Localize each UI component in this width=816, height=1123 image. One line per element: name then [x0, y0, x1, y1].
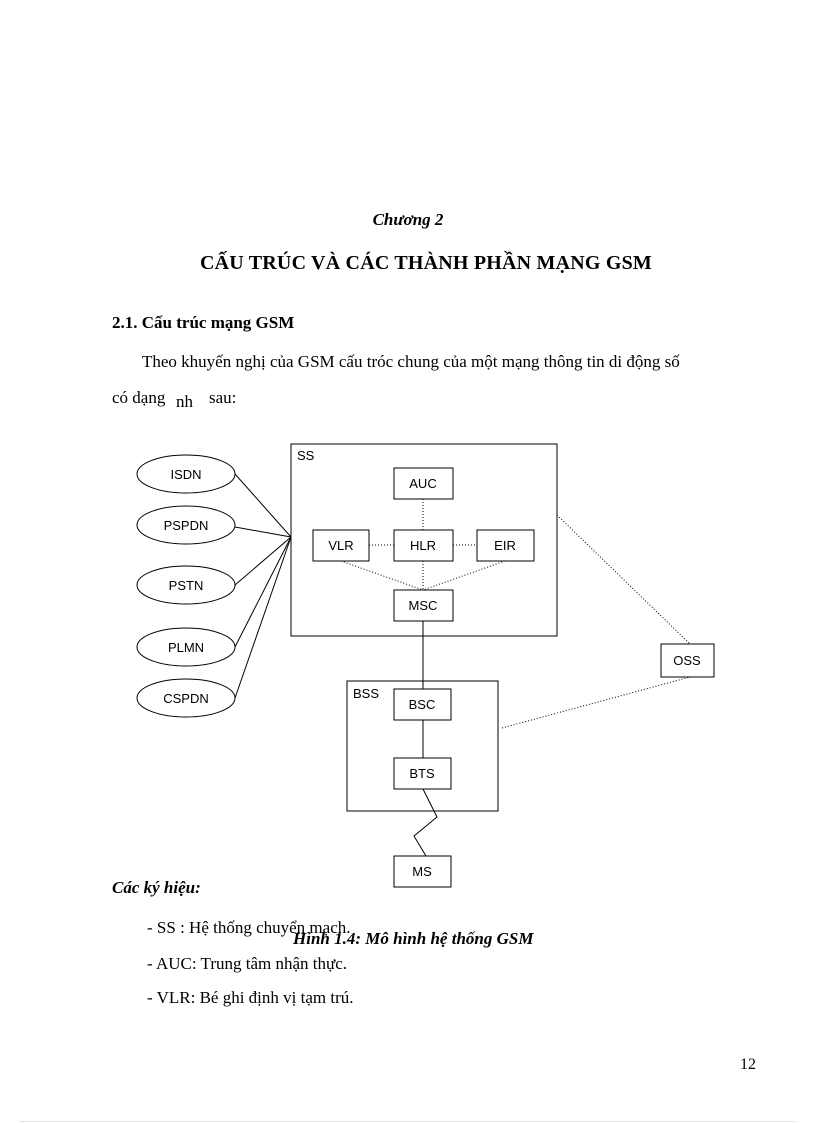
hlr-node	[393, 529, 454, 562]
paragraph-line-2-end: sau:	[209, 388, 237, 407]
network-plmn-label: PLMN	[168, 640, 204, 655]
ss-label: SS	[297, 448, 315, 463]
auc-label: AUC	[409, 476, 436, 491]
legend-item-ss: - SS : Hệ thống chuyển mạch.	[147, 918, 351, 937]
section-heading: 2.1. Cấu trúc mạng GSM	[112, 313, 295, 332]
figure-caption: Hình 1.4: Mô hình hệ thống GSM	[293, 929, 534, 948]
ss-internal-links	[340, 499, 506, 591]
bsc-node	[393, 688, 452, 721]
oss-label: OSS	[673, 653, 701, 668]
ms-node	[393, 855, 452, 888]
legend-item-vlr: - VLR: Bé ghi định vị tạm trú.	[147, 988, 354, 1007]
msc-label: MSC	[409, 598, 438, 613]
paragraph-line-2-start: có dạng	[112, 388, 166, 407]
network-pstn-label: PSTN	[169, 578, 204, 593]
ms-label: MS	[412, 864, 432, 879]
eir-label: EIR	[494, 538, 516, 553]
bss-label: BSS	[353, 686, 379, 701]
hlr-label: HLR	[410, 538, 436, 553]
network-pspdn-label: PSPDN	[164, 518, 209, 533]
page-bottom-rule	[20, 1121, 796, 1122]
oss-links	[501, 514, 691, 729]
network-pspdn-ellipse	[136, 505, 236, 545]
network-cspdn-label: CSPDN	[163, 691, 209, 706]
network-isdn-label: ISDN	[170, 467, 201, 482]
legend-title: Các ký hiệu:	[112, 878, 201, 897]
paragraph-line-1: Theo khuyến nghị của GSM cấu tróc chung …	[142, 352, 680, 371]
radio-link	[413, 788, 438, 857]
ss-box	[290, 443, 558, 637]
vlr-node	[312, 529, 370, 562]
auc-node	[393, 467, 454, 500]
eir-node	[476, 529, 535, 562]
external-networks: ISDN PSPDN PSTN PLMN CSPDN	[136, 454, 236, 718]
bts-node	[393, 757, 452, 790]
bts-label: BTS	[409, 766, 435, 781]
paragraph-line-2-fragment: nh	[176, 392, 193, 411]
bsc-label: BSC	[409, 697, 436, 712]
page-number: 12	[740, 1056, 756, 1073]
network-connection-lines	[234, 473, 292, 699]
chapter-title: CẤU TRÚC VÀ CÁC THÀNH PHẦN MẠNG GSM	[199, 252, 652, 274]
legend-item-auc: - AUC: Trung tâm nhận thực.	[147, 954, 347, 973]
chapter-label: Chương 2	[372, 210, 444, 229]
vlr-label: VLR	[328, 538, 353, 553]
oss-node	[660, 643, 715, 678]
msc-node	[393, 589, 454, 622]
